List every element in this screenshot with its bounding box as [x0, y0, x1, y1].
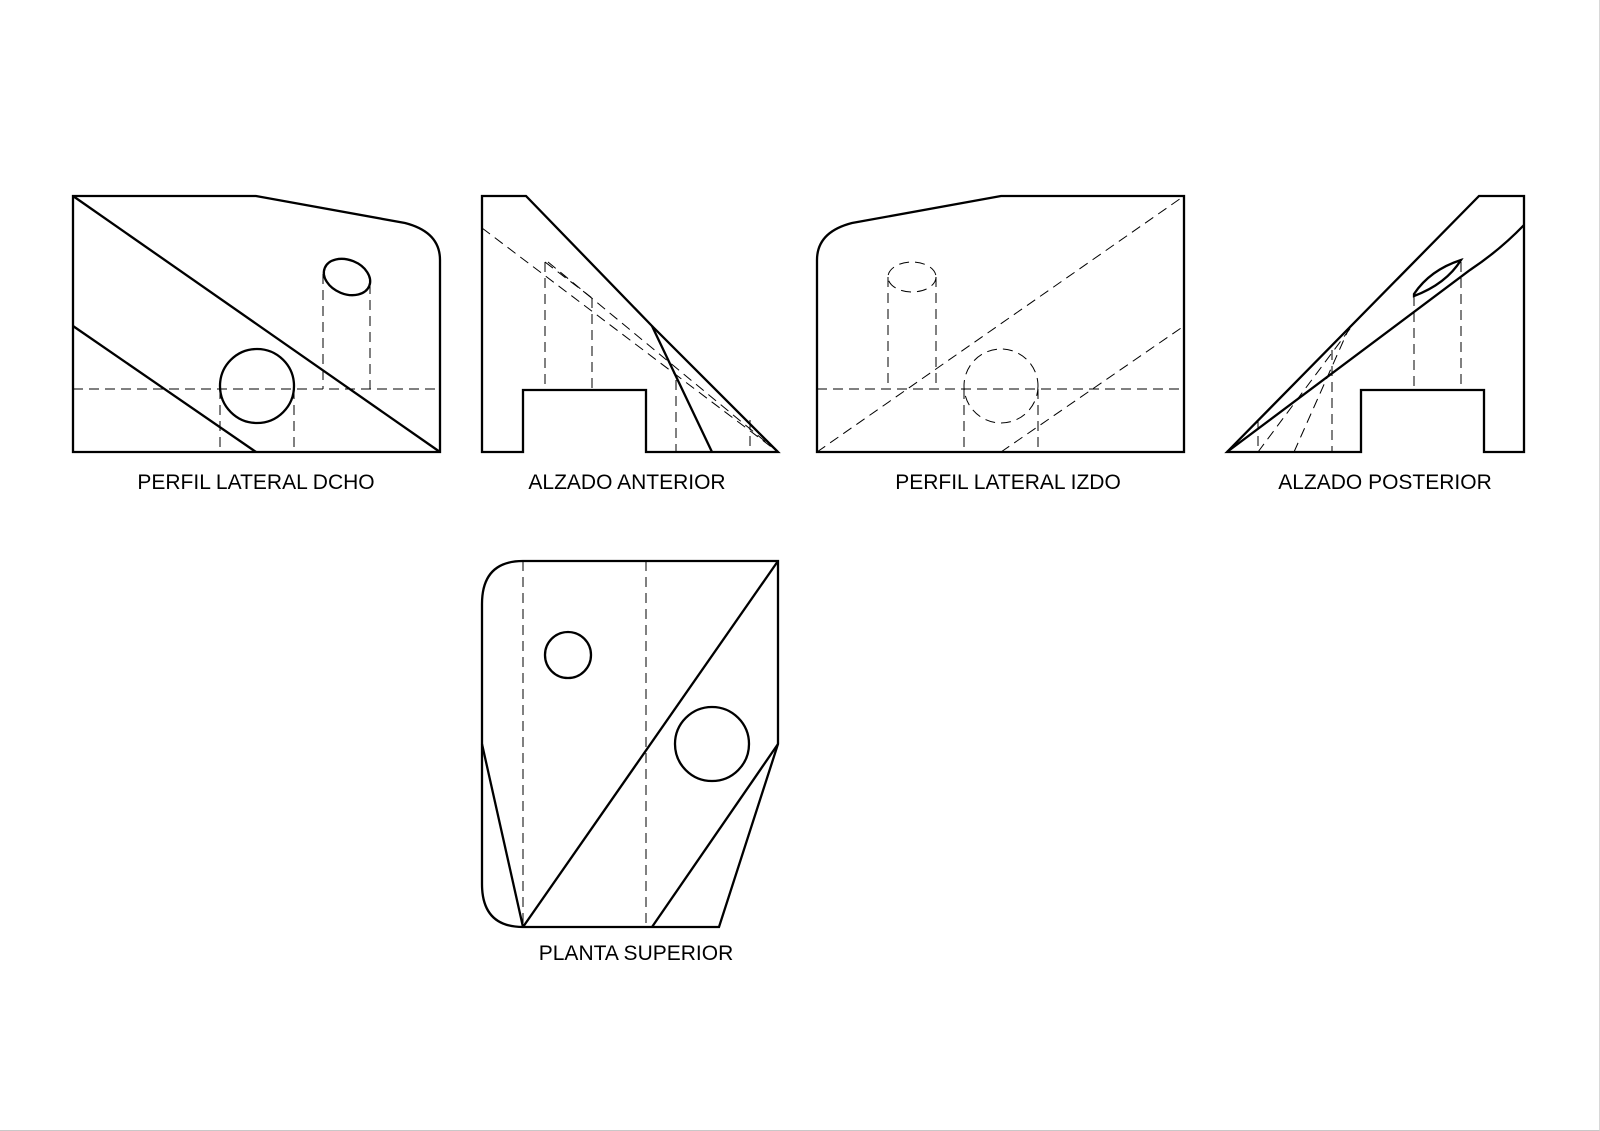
top-plan-lower-diagonal [651, 743, 779, 928]
label-right-profile: PERFIL LATERAL DCHO [137, 471, 375, 494]
label-left-profile: PERFIL LATERAL IZDO [895, 471, 1121, 494]
right-profile-view [71, 194, 442, 454]
right-profile-outline [71, 194, 442, 454]
top-plan-large-hole [673, 705, 751, 783]
left-profile-hidden-diagonal-main [816, 195, 1185, 453]
label-top-plan: PLANTA SUPERIOR [538, 942, 734, 965]
rear-elevation-hidden-line-a [1257, 325, 1353, 453]
right-profile-diagonal-main [72, 195, 441, 453]
left-profile-hidden-bore-top [887, 261, 937, 293]
right-profile-large-hole [218, 347, 296, 425]
front-elevation-inner-edge [650, 325, 714, 453]
front-elevation-hidden-diagonal-b [547, 261, 779, 453]
rear-elevation-bore-opening [1412, 257, 1464, 298]
front-elevation-hidden-diagonal-a [481, 227, 779, 453]
right-profile-small-hole-top [322, 257, 372, 297]
top-plan-left-bevel [480, 743, 525, 928]
top-plan-small-hole [543, 630, 593, 680]
rear-elevation-view [1224, 194, 1526, 454]
front-elevation-view [480, 194, 781, 454]
front-elevation-hidden-bore-cap [544, 261, 593, 299]
right-profile-diagonal-lower [72, 325, 257, 453]
label-rear-elevation: ALZADO POSTERIOR [1278, 471, 1492, 494]
top-plan-main-diagonal [522, 560, 779, 928]
left-profile-hidden-large-hole [963, 348, 1039, 424]
label-front-elevation: ALZADO ANTERIOR [528, 471, 726, 494]
left-profile-outline [815, 194, 1186, 454]
rear-elevation-hidden-line-b [1293, 325, 1351, 453]
front-elevation-outline [480, 194, 781, 454]
top-plan-outline [480, 559, 780, 929]
top-plan-view [480, 559, 780, 929]
rear-elevation-outline [1224, 194, 1526, 454]
rear-elevation-inner-edge [1226, 224, 1525, 453]
left-profile-view [815, 194, 1186, 454]
left-profile-hidden-diagonal-lower [1000, 325, 1185, 453]
